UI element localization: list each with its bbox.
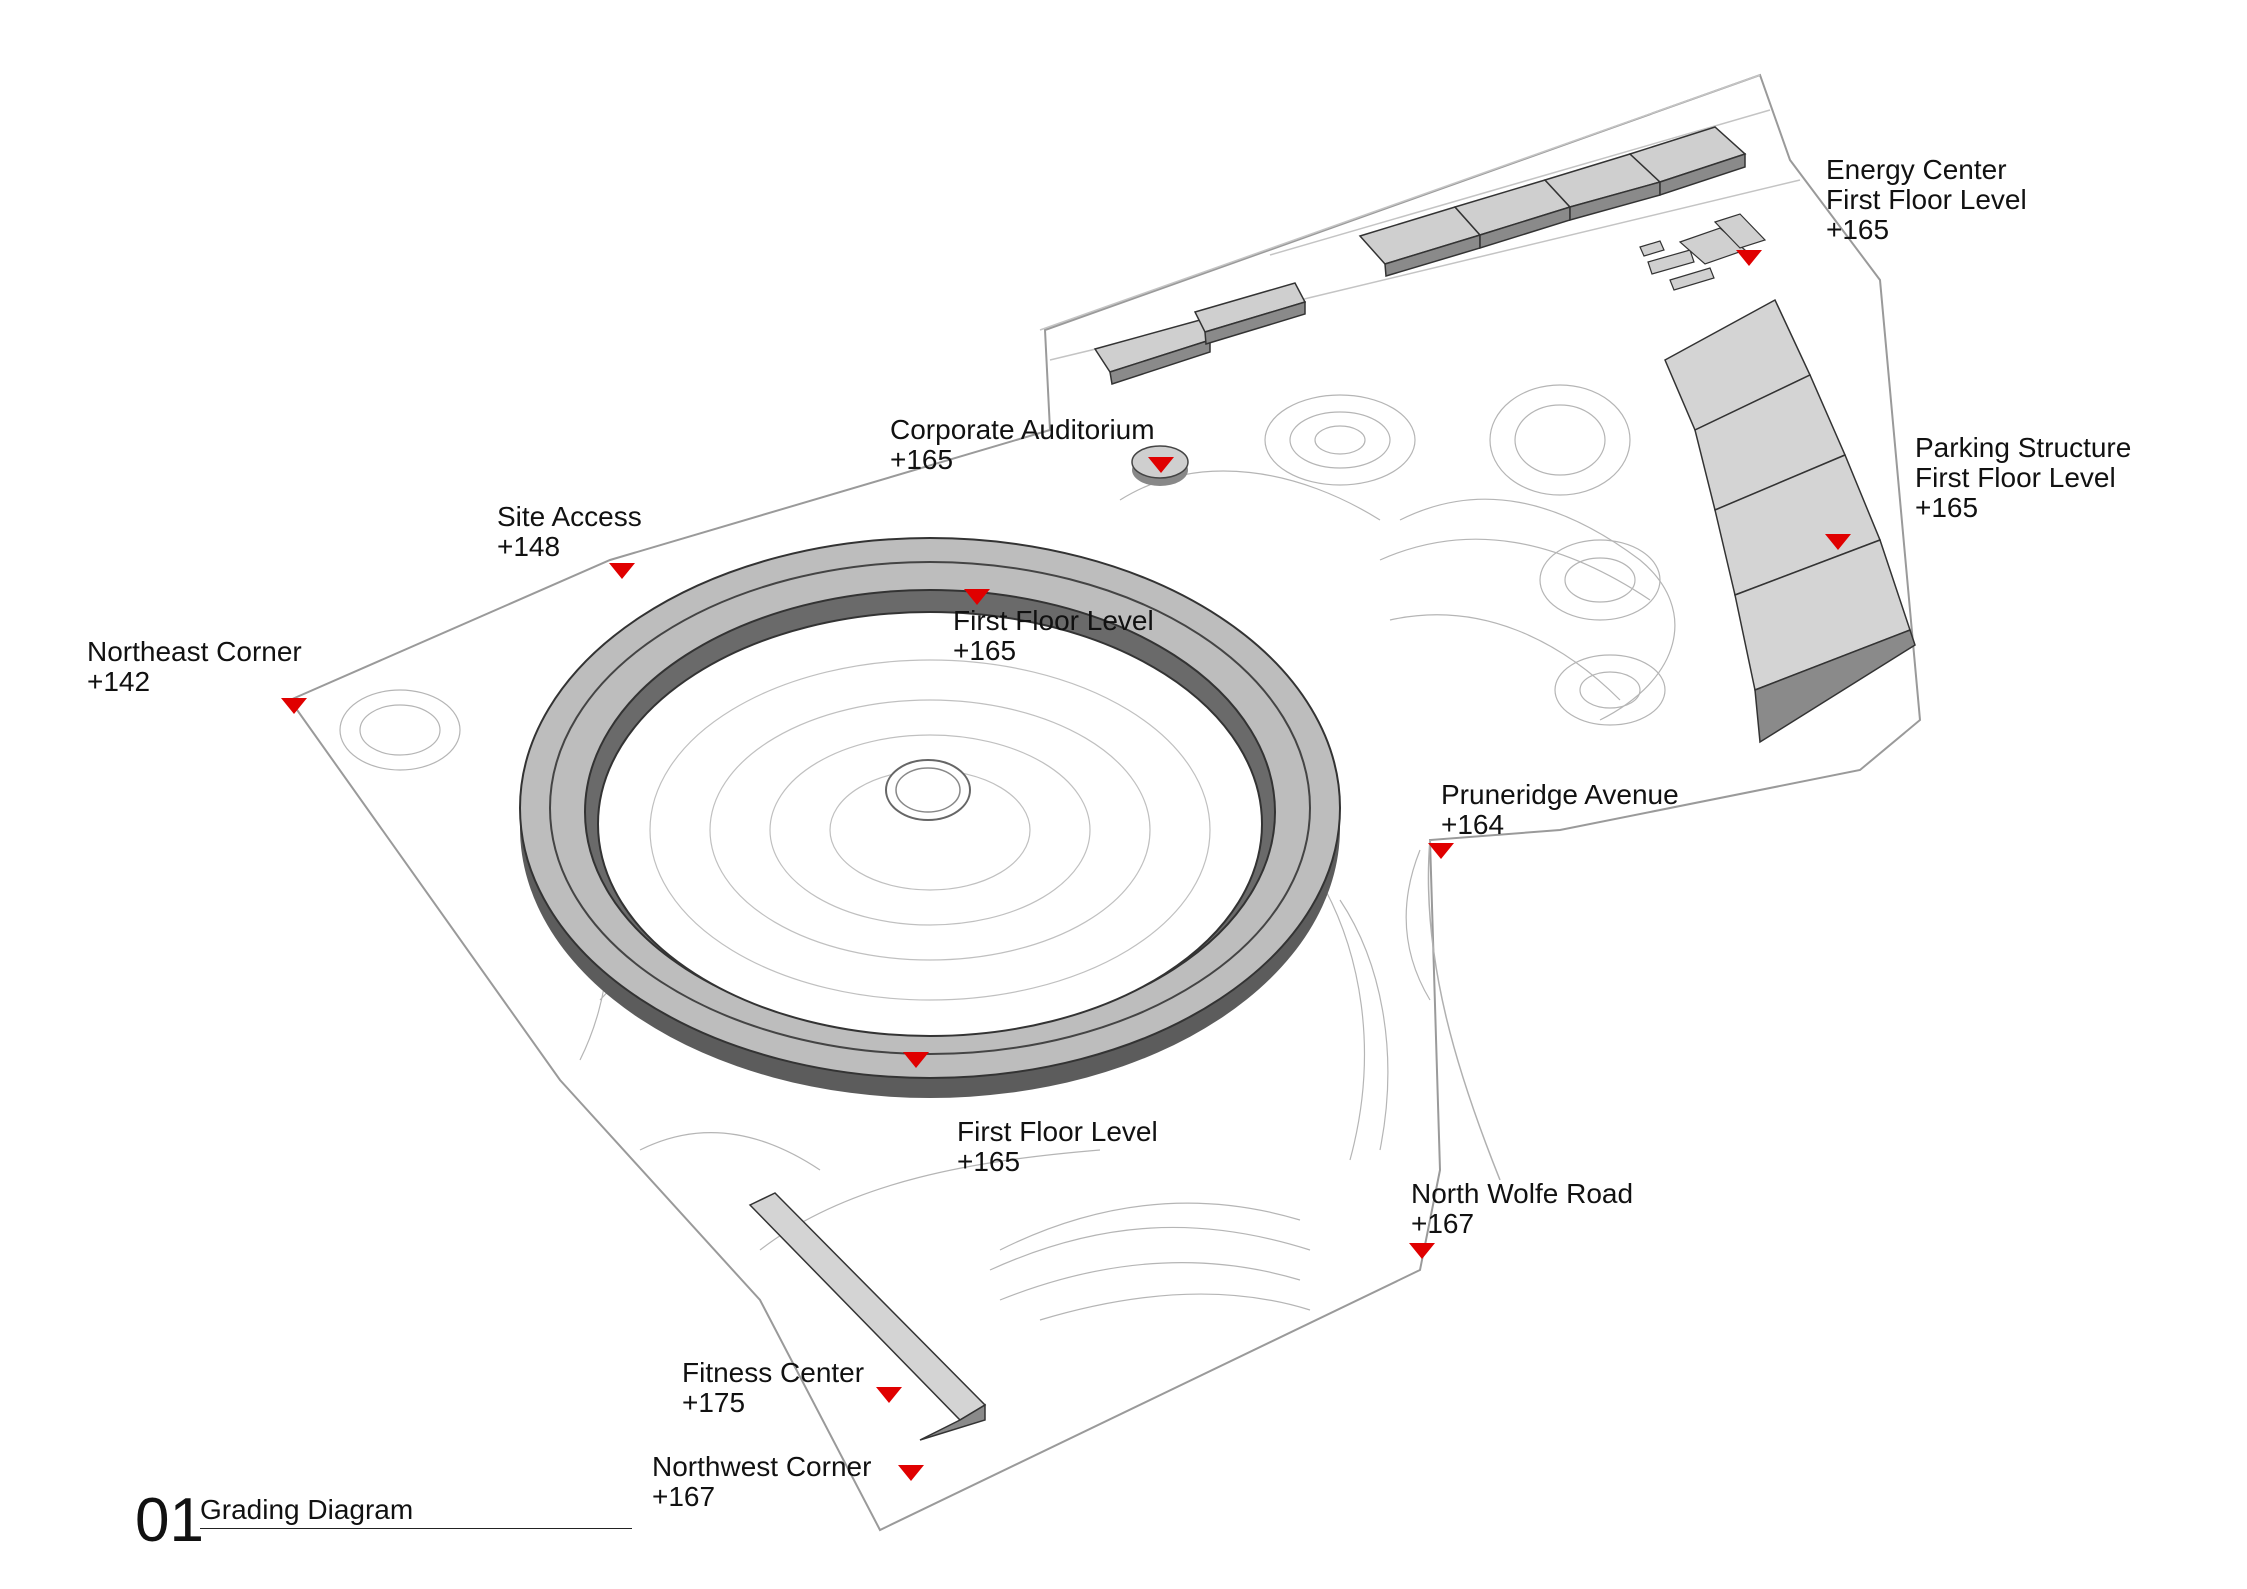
elevation-markers xyxy=(281,250,1851,1481)
marker-pruneridge-avenue xyxy=(1428,843,1454,859)
marker-energy-center xyxy=(1736,250,1762,266)
marker-ring-south xyxy=(903,1052,929,1068)
label-north-wolfe-road: North Wolfe Road +167 xyxy=(1411,1178,1634,1239)
label-corporate-auditorium: Corporate Auditorium +165 xyxy=(890,414,1155,475)
parking-structure-building xyxy=(1664,298,1916,744)
fitness-center-building xyxy=(748,1192,987,1441)
figure-title: Grading Diagram xyxy=(200,1494,414,1525)
marker-corporate-auditorium xyxy=(1148,457,1174,473)
north-buildings xyxy=(1093,126,1747,385)
label-northeast-corner: Northeast Corner +142 xyxy=(87,636,302,697)
marker-ring-north xyxy=(964,589,990,605)
marker-fitness-center xyxy=(876,1387,902,1403)
label-ring-north: First Floor Level +165 xyxy=(953,605,1154,666)
energy-center-buildings xyxy=(1639,213,1767,291)
label-northwest-corner: Northwest Corner +167 xyxy=(652,1451,872,1512)
marker-north-wolfe-road xyxy=(1409,1243,1435,1259)
label-site-access: Site Access +148 xyxy=(497,501,642,562)
label-energy-center: Energy Center First Floor Level +165 xyxy=(1826,154,2027,245)
marker-northeast-corner xyxy=(281,698,307,714)
marker-northwest-corner xyxy=(898,1465,924,1481)
label-parking-structure: Parking Structure First Floor Level +165 xyxy=(1915,432,2132,523)
marker-parking-structure xyxy=(1825,534,1851,550)
main-ring-building xyxy=(519,537,1341,1098)
marker-site-access xyxy=(609,563,635,579)
wolfe-road-edge xyxy=(1427,839,1501,1181)
caption-rule xyxy=(200,1528,632,1529)
label-pruneridge-avenue: Pruneridge Avenue +164 xyxy=(1441,779,1679,840)
figure-number: 01 xyxy=(135,1486,204,1555)
label-ring-south: First Floor Level +165 xyxy=(957,1116,1158,1177)
label-fitness-center: Fitness Center +175 xyxy=(682,1357,865,1418)
